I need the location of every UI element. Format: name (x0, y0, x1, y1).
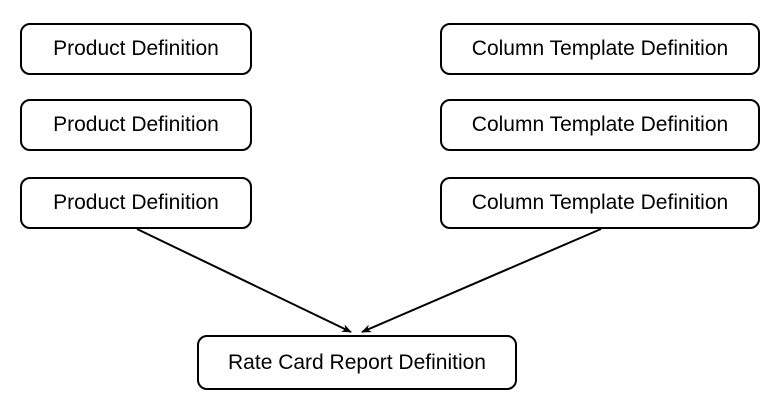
node-label: Rate Card Report Definition (228, 350, 486, 374)
node-column-template-definition-1[interactable]: Column Template Definition (440, 23, 760, 75)
node-column-template-definition-3[interactable]: Column Template Definition (440, 177, 760, 229)
connector-arrow-columntemplate-to-ratecard (361, 228, 602, 333)
node-column-template-definition-2[interactable]: Column Template Definition (440, 99, 760, 151)
node-label: Column Template Definition (471, 37, 729, 60)
node-label: Product Definition (53, 113, 219, 136)
node-label: Product Definition (53, 191, 219, 214)
node-label: Column Template Definition (471, 191, 729, 214)
node-rate-card-report-definition[interactable]: Rate Card Report Definition (197, 335, 517, 390)
node-label: Column Template Definition (471, 113, 729, 136)
node-product-definition-1[interactable]: Product Definition (20, 23, 252, 75)
node-label: Product Definition (53, 37, 219, 60)
connector-arrow-product-to-ratecard (136, 228, 352, 333)
node-product-definition-2[interactable]: Product Definition (20, 99, 252, 151)
node-product-definition-3[interactable]: Product Definition (20, 177, 252, 229)
